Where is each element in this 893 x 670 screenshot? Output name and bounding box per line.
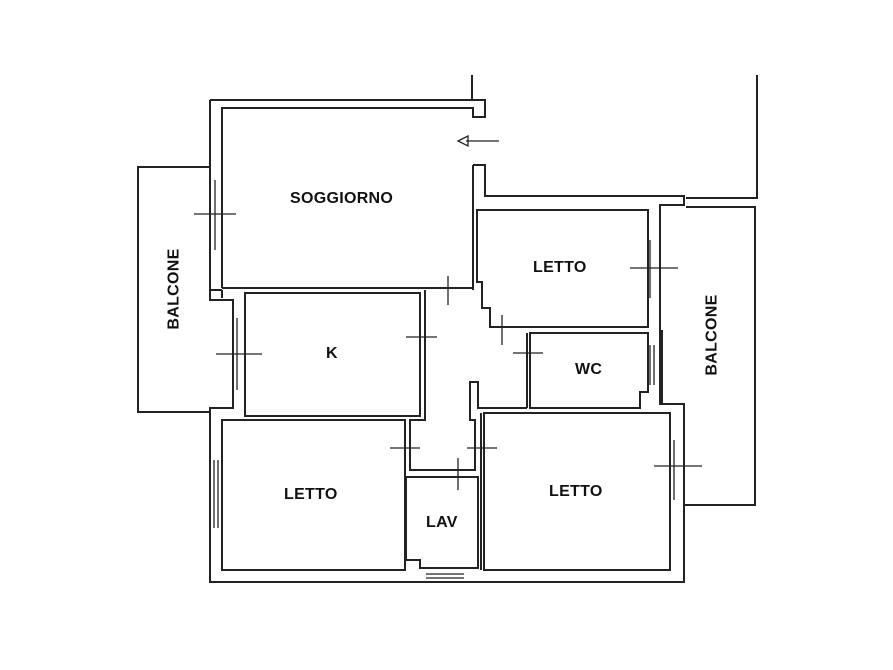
room-label-letto-se: LETTO	[549, 483, 603, 500]
room-label-soggiorno: SOGGIORNO	[290, 190, 394, 207]
room-label-letto-ne: LETTO	[533, 259, 587, 276]
room-walls	[221, 205, 671, 571]
outer-walls	[209, 75, 758, 583]
room-label-letto-sw: LETTO	[284, 486, 338, 503]
room-label-k: K	[326, 345, 338, 362]
room-label-lav: LAV	[426, 514, 458, 531]
room-label-wc: WC	[575, 361, 603, 378]
windows	[213, 345, 655, 579]
room-label-balcone-e: BALCONE	[703, 294, 721, 376]
door-markers	[194, 180, 702, 500]
room-label-balcone-w: BALCONE	[165, 248, 183, 330]
balconies	[137, 166, 756, 506]
arrow-left-icon	[456, 134, 499, 148]
